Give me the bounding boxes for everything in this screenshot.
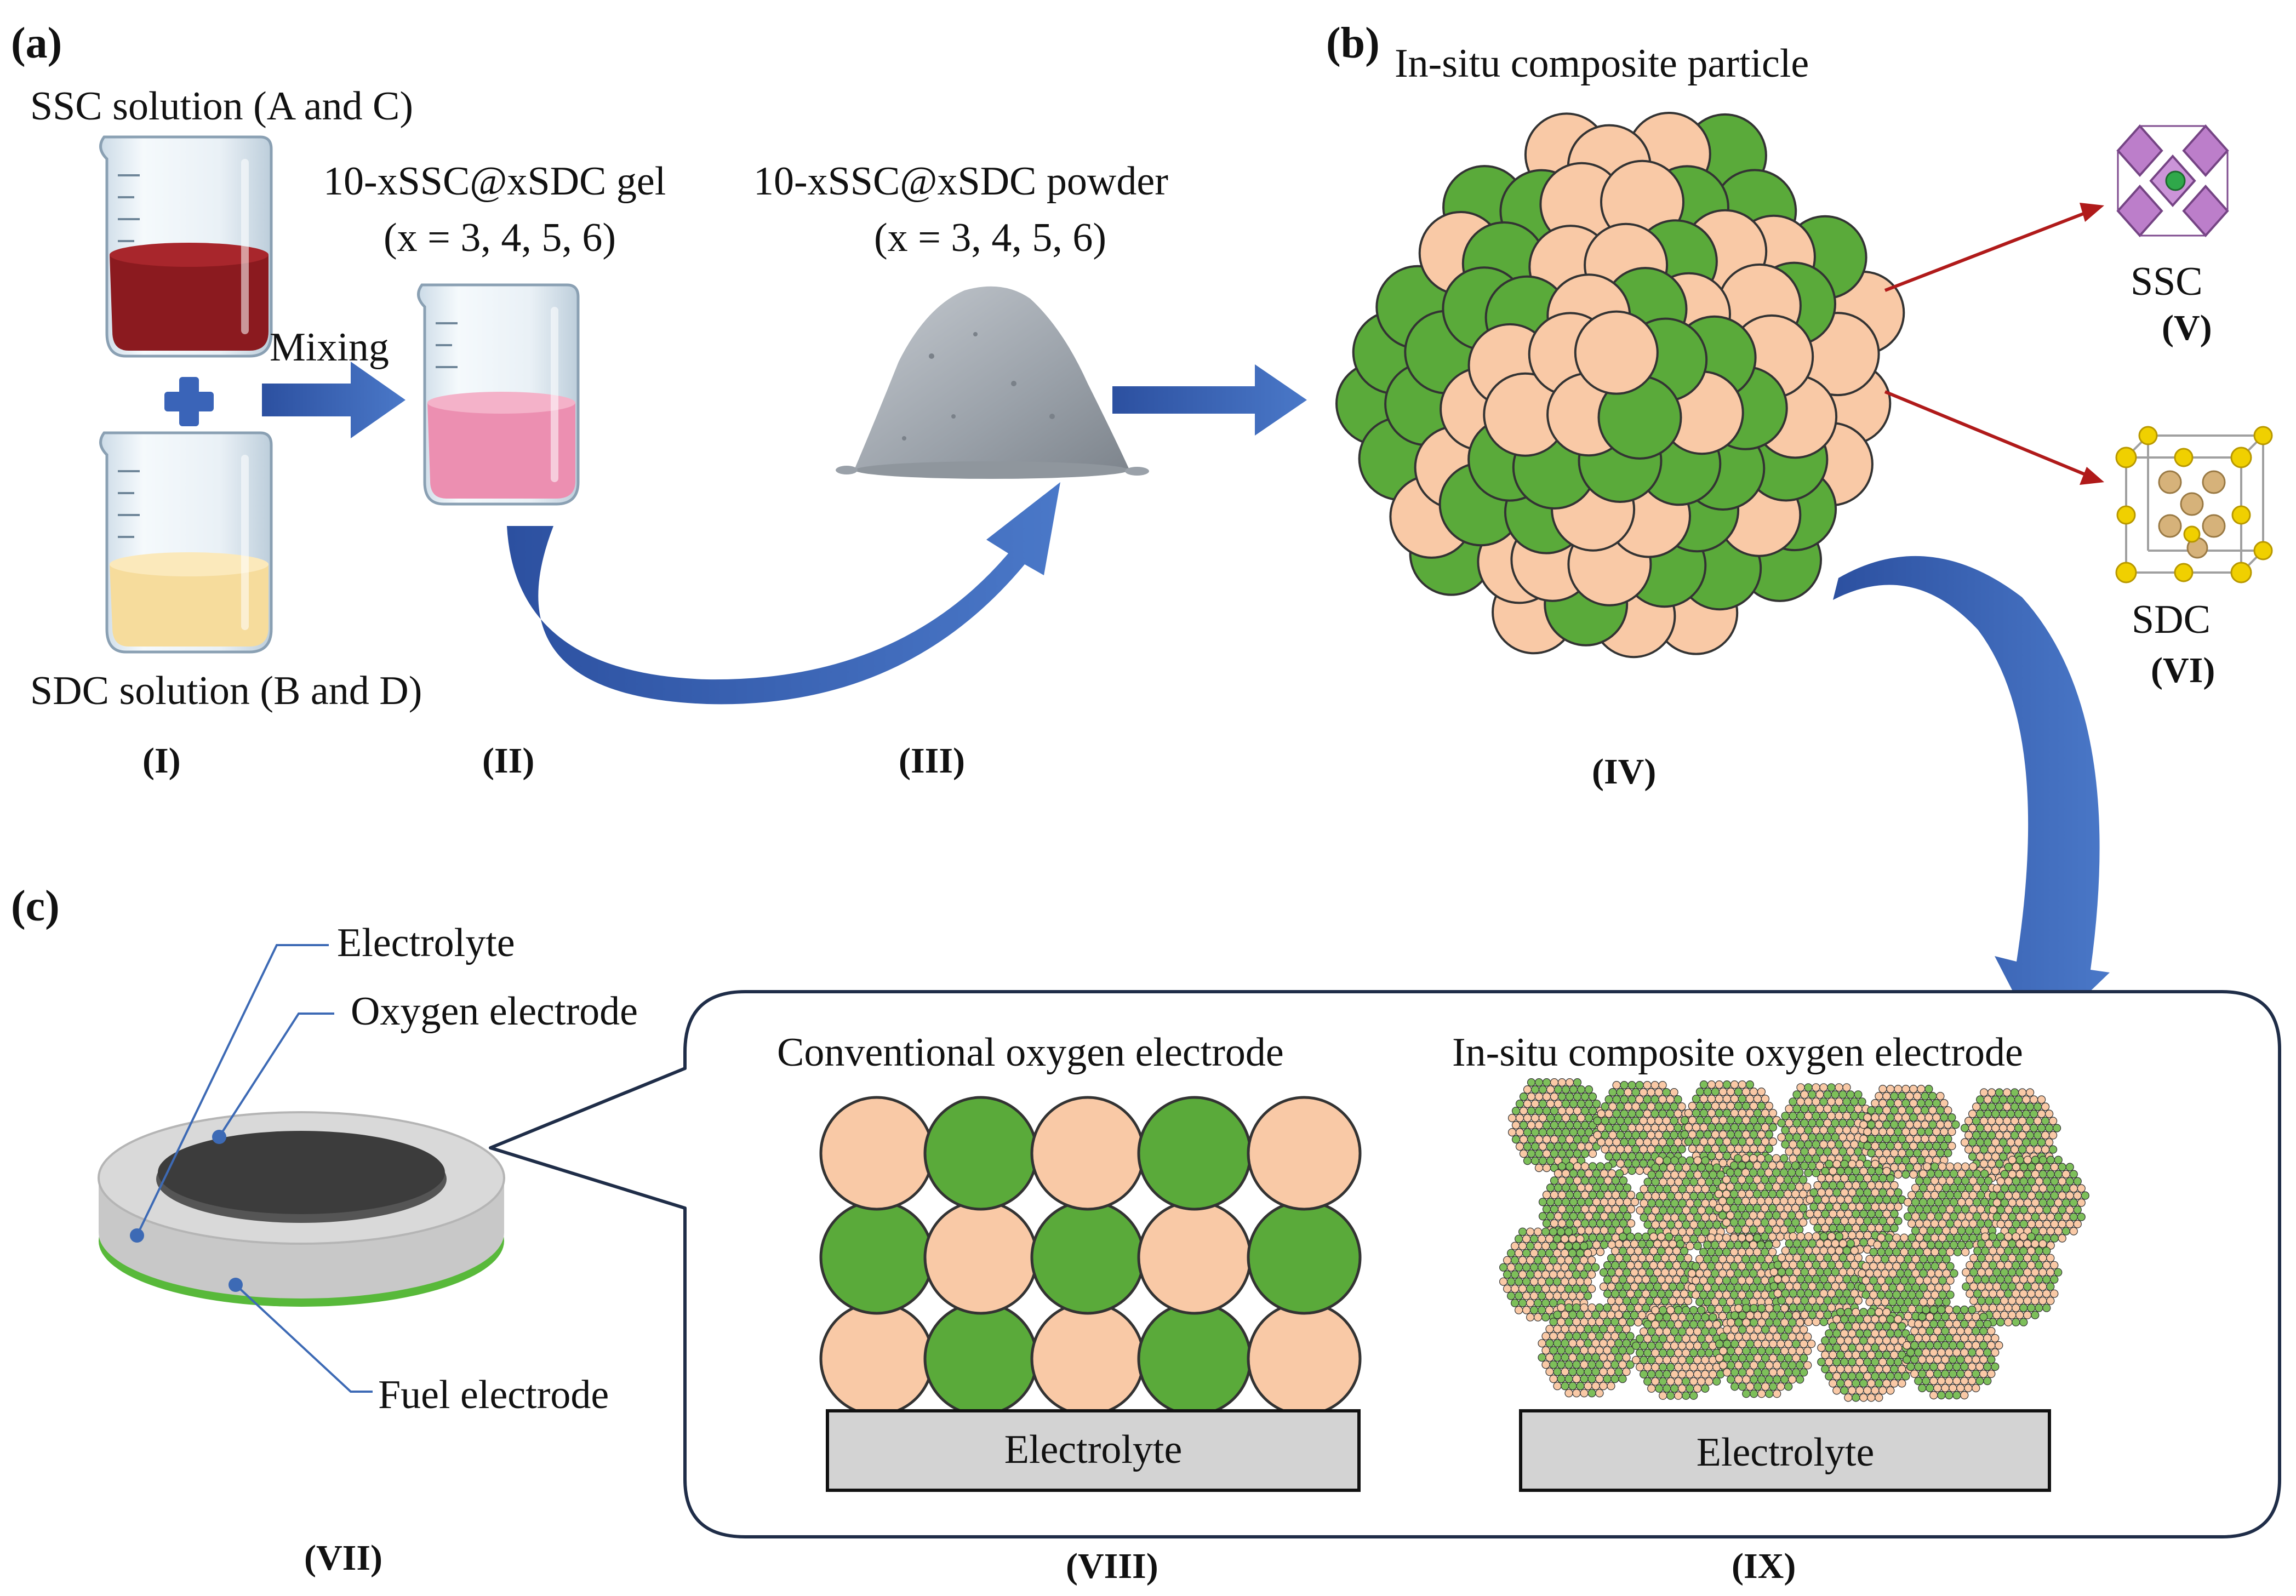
oxygen-electrode-callout-label: Oxygen electrode	[351, 989, 638, 1034]
powder-title: 10-xSSC@xSDC powder	[753, 159, 1168, 204]
panel-label-b: (b)	[1326, 19, 1380, 67]
callout-lines	[136, 944, 373, 1393]
ssc-solution-beaker	[99, 135, 273, 358]
oxygen-electrode-marker	[212, 1130, 226, 1144]
step-label-VI: (VI)	[2151, 650, 2215, 690]
step-label-I: (I)	[142, 741, 181, 781]
ssc-solution-label: SSC solution (A and C)	[30, 84, 413, 129]
insitu-electrode-particles	[1499, 1078, 2089, 1402]
electrolyte-block-right-label: Electrolyte	[1697, 1430, 1875, 1475]
insitu-electrode-title: In-situ composite oxygen electrode	[1452, 1030, 2023, 1075]
gel-x-values: (x = 3, 4, 5, 6)	[384, 215, 616, 260]
electrolyte-block-right	[1519, 1409, 2051, 1492]
electrolyte-block-left-label: Electrolyte	[1004, 1427, 1183, 1472]
step-label-II: (II)	[482, 741, 534, 781]
step-label-VII: (VII)	[304, 1538, 382, 1578]
conventional-electrode-title: Conventional oxygen electrode	[777, 1030, 1284, 1075]
electrolyte-marker	[130, 1228, 144, 1243]
step-label-IX: (IX)	[1732, 1546, 1796, 1586]
step-label-V: (V)	[2162, 308, 2212, 348]
insitu-particle-title: In-situ composite particle	[1395, 41, 1809, 86]
panel-label-c: (c)	[11, 882, 60, 930]
step-label-IV: (IV)	[1592, 752, 1656, 792]
electrolyte-callout-label: Electrolyte	[337, 920, 515, 965]
sdc-fluorite-crystal-icon	[2115, 426, 2273, 584]
sdc-label: SDC	[2132, 597, 2211, 642]
fuel-electrode-marker	[229, 1278, 243, 1292]
mixing-arrow	[262, 362, 405, 438]
step-label-III: (III)	[899, 741, 965, 781]
insitu-composite-particle	[1335, 112, 1905, 659]
sdc-solution-label: SDC solution (B and D)	[30, 668, 422, 713]
ssc-label: SSC	[2131, 259, 2203, 304]
gel-title: 10-xSSC@xSDC gel	[323, 159, 666, 204]
plus-icon	[164, 377, 214, 426]
fuel-electrode-callout-label: Fuel electrode	[378, 1372, 609, 1417]
leader-arrow-sdc	[1884, 390, 2104, 485]
gel-beaker	[417, 283, 580, 506]
powder-x-values: (x = 3, 4, 5, 6)	[874, 215, 1106, 260]
calcination-arrow	[1112, 364, 1307, 436]
powder-pile	[836, 286, 1149, 479]
conventional-electrode-particles	[819, 1096, 1362, 1416]
electrolyte-block-left	[826, 1409, 1361, 1492]
step-label-VIII: (VIII)	[1066, 1546, 1158, 1586]
drying-curved-arrow	[507, 482, 1060, 705]
sdc-solution-beaker	[99, 431, 273, 654]
ssc-perovskite-crystal-icon	[2116, 124, 2229, 238]
panel-label-a: (a)	[11, 19, 62, 67]
leader-arrow-ssc	[1884, 203, 2104, 292]
button-cell-icon	[98, 1111, 505, 1307]
electrode-curved-arrow	[1833, 556, 2110, 1041]
mixing-label: Mixing	[270, 325, 389, 370]
